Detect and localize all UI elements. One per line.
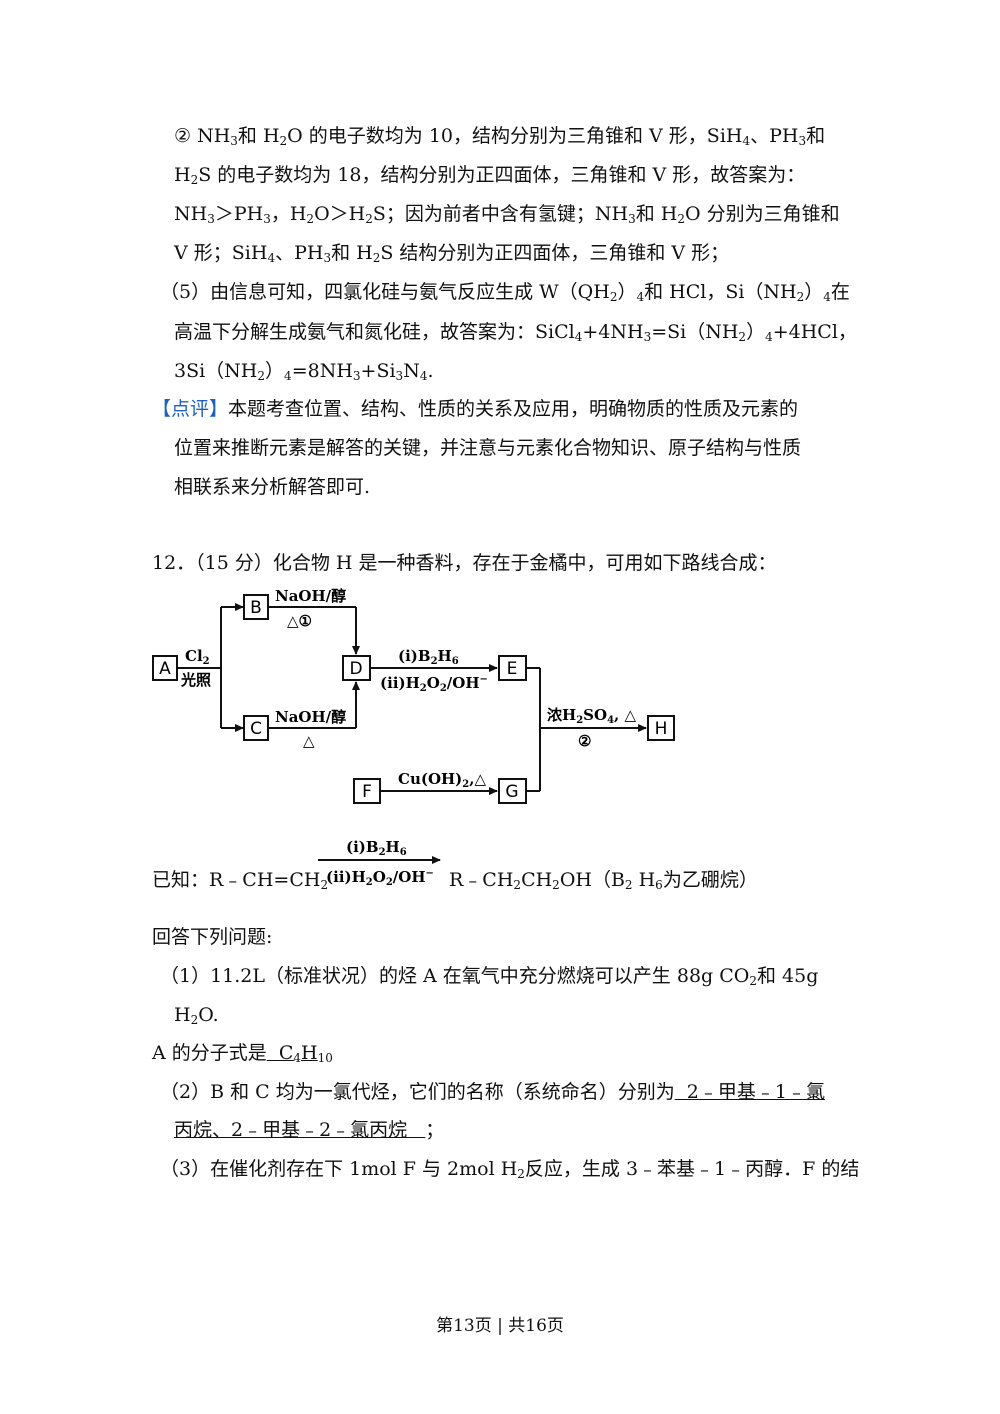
p2-line2: 丙烷、2﹣甲基﹣2﹣氯丙烷 ； — [174, 1119, 445, 1141]
a-formula: A 的分子式是 C4H10 — [152, 1042, 333, 1065]
comment-line2: 位置来推断元素是解答的关键，并注意与元素化合物知识、原子结构与性质 — [174, 437, 802, 459]
a-condition: 光照 — [180, 671, 211, 689]
h-condition: ② — [578, 732, 591, 750]
svg-text:E: E — [507, 659, 518, 679]
comment-tag: 【点评】 — [152, 398, 229, 420]
q12-header: 12．（15 分）化合物 H 是一种香料，存在于金橘中，可用如下路线合成： — [152, 552, 777, 574]
node-e: E — [498, 655, 527, 681]
p2-answer-part2: 丙烷、2﹣甲基﹣2﹣氯丙烷 — [174, 1119, 426, 1141]
comment-line1: 【点评】本题考查位置、结构、性质的关系及应用，明确物质的性质及元素的 — [152, 398, 799, 420]
a-reagent: Cl2 — [185, 647, 210, 667]
node-c: C — [243, 715, 269, 741]
p1-line2: H2O. — [174, 1004, 219, 1027]
svg-text:H: H — [655, 719, 668, 739]
h-reagent: 浓H2SO4, △ — [547, 706, 636, 726]
comment-line3: 相联系来分析解答即可. — [174, 476, 371, 498]
node-g: G — [498, 778, 527, 804]
p2-line1: （2）B 和 C 均为一氯代烃，它们的名称（系统命名）分别为 2﹣甲基﹣1﹣氯 — [160, 1081, 825, 1103]
known-prefix: 已知：R﹣CH=CH2 — [152, 869, 329, 892]
node-b: B — [243, 594, 269, 620]
known-arrow-bottom: (ⅱ)H2O2/OH− — [326, 868, 434, 888]
b-reagent: NaOH/醇 — [275, 587, 346, 605]
para4b-line2: H2S 的电子数均为 18，结构分别为正四面体，三角锥和 V 形，故答案为： — [174, 164, 806, 187]
f-reagent: Cu(OH)2,△ — [398, 770, 486, 790]
p1-line1: （1）11.2L（标准状况）的烃 A 在氧气中充分燃烧可以产生 88g CO2和… — [160, 965, 819, 988]
node-h: H — [647, 715, 675, 741]
a-formula-answer: C4H10 — [266, 1042, 333, 1065]
page-footer: 第13页 | 共16页 — [436, 1316, 564, 1336]
para4b-line1: ② NH3和 H2O 的电子数均为 10，结构分别为三角锥和 V 形，SiH4、… — [174, 125, 826, 148]
para5-line2: 高温下分解生成氨气和氮化硅，故答案为：SiCl4+4NH3=Si（NH2）4+4… — [174, 321, 857, 344]
svg-text:F: F — [362, 782, 372, 802]
c-reagent: NaOH/醇 — [275, 708, 346, 726]
svg-text:D: D — [349, 659, 362, 679]
svg-text:A: A — [159, 659, 171, 679]
svg-text:C: C — [250, 719, 262, 739]
b-condition: △① — [287, 612, 312, 630]
para4b-line4: V 形；SiH4、PH3和 H2S 结构分别为正四面体，三角锥和 V 形； — [174, 242, 730, 265]
para5-line3: 3Si（NH2）4=8NH3+Si3N4. — [174, 360, 434, 383]
svg-text:B: B — [250, 598, 262, 618]
known-arrow-top: (ⅰ)B2H6 — [346, 838, 407, 858]
answer-intro: 回答下列问题: — [152, 926, 273, 948]
para5-line1: （5）由信息可知，四氯化硅与氨气反应生成 W（QH2）4和 HCl，Si（NH2… — [160, 281, 850, 304]
d-reagent1: (ⅰ)B2H6 — [398, 647, 459, 667]
p2-answer-part1: 2﹣甲基﹣1﹣氯 — [674, 1081, 825, 1103]
node-f: F — [353, 778, 381, 804]
para4b-line3: NH3＞PH3，H2O＞H2S；因为前者中含有氢键；NH3和 H2O 分别为三角… — [174, 203, 840, 226]
known-suffix: R﹣CH2CH2OH（B2 H6为乙硼烷） — [449, 869, 758, 892]
node-d: D — [342, 655, 371, 681]
p3-line1: （3）在催化剂存在下 1mol F 与 2mol H2反应，生成 3﹣苯基﹣1﹣… — [160, 1158, 860, 1181]
c-condition: △ — [303, 732, 315, 750]
svg-text:G: G — [505, 782, 518, 802]
node-a: A — [152, 655, 178, 681]
d-reagent2: (ⅱ)H2O2/OH− — [380, 674, 488, 694]
